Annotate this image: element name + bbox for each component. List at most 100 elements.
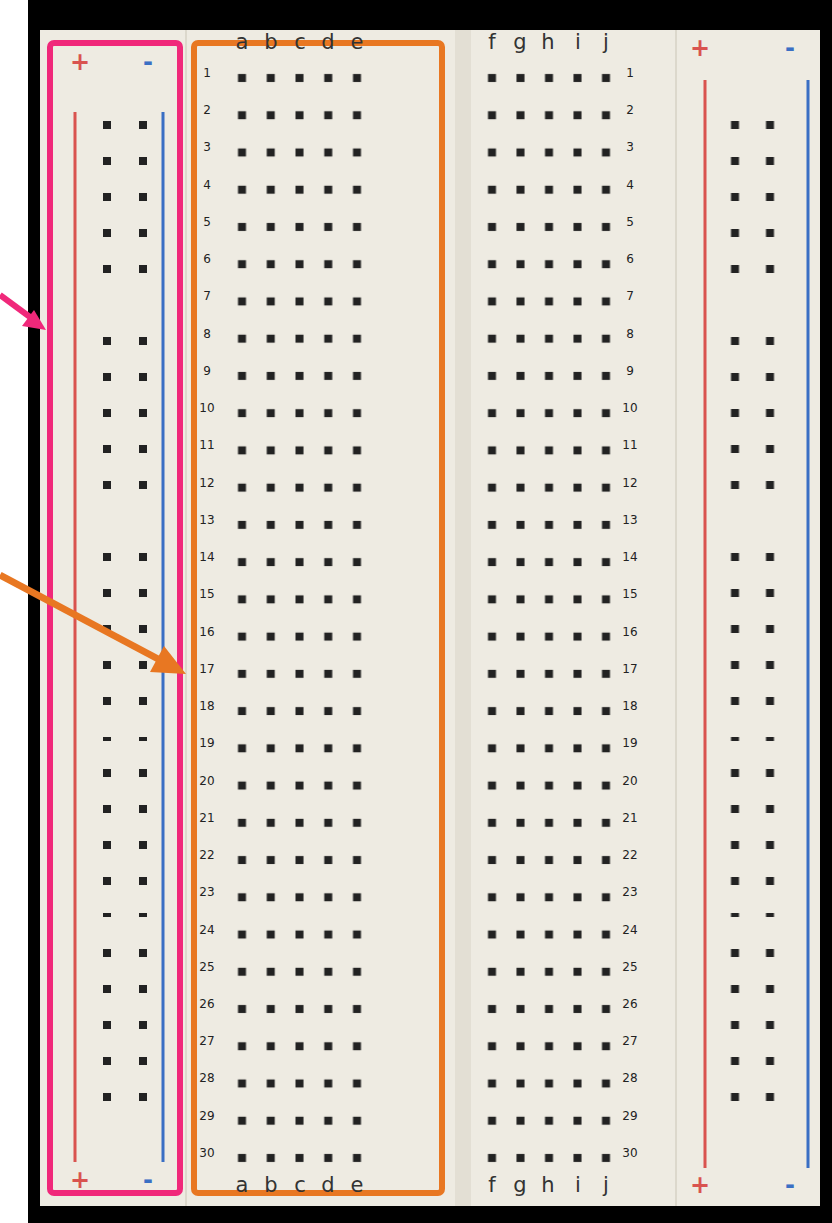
rail-seam: [675, 30, 677, 1206]
row-number: 9: [626, 365, 634, 377]
row-number: 13: [199, 514, 214, 526]
row-number: 6: [203, 253, 211, 265]
column-letter: i: [575, 32, 581, 53]
center-channel: [455, 30, 471, 1206]
row-number: 30: [199, 1147, 214, 1159]
column-letter: f: [488, 32, 495, 53]
polarity-sign: -: [143, 1168, 153, 1192]
negative-rail-line: [162, 112, 165, 1162]
row-number: 10: [622, 402, 637, 414]
rail-holes: [89, 527, 161, 707]
row-number: 17: [622, 663, 637, 675]
rail-holes: [718, 317, 788, 497]
row-number: 8: [626, 328, 634, 340]
row-number: 1: [626, 67, 634, 79]
column-letter: e: [351, 1175, 364, 1196]
pointer-arrow: [0, 575, 160, 660]
row-number: 16: [199, 626, 214, 638]
row-number: 18: [622, 700, 637, 712]
rail-holes: [89, 947, 161, 1127]
row-number: 7: [203, 290, 211, 302]
column-letter: d: [321, 32, 334, 53]
column-letter: j: [603, 1175, 609, 1196]
row-number: 28: [622, 1072, 637, 1084]
row-number: 24: [622, 924, 637, 936]
column-letter: f: [488, 1175, 495, 1196]
row-number: 21: [199, 812, 214, 824]
arrowhead: [22, 310, 46, 330]
row-number: 14: [622, 551, 637, 563]
polarity-sign: +: [690, 1173, 710, 1197]
rail-holes: [89, 737, 161, 917]
column-letter: c: [294, 32, 306, 53]
rail-highlight: [50, 43, 180, 1193]
polarity-sign: +: [70, 1168, 90, 1192]
row-number: 15: [622, 588, 637, 600]
row-number: 26: [199, 998, 214, 1010]
column-letter: e: [351, 32, 364, 53]
row-number: 12: [622, 477, 637, 489]
terminal-highlight: [194, 43, 442, 1193]
row-number: 18: [199, 700, 214, 712]
row-number: 2: [626, 104, 634, 116]
row-number: 29: [622, 1110, 637, 1122]
polarity-sign: -: [785, 1173, 795, 1197]
row-number: 16: [622, 626, 637, 638]
polarity-sign: -: [143, 50, 153, 74]
terminal-holes: [228, 59, 372, 1176]
column-letter: a: [236, 32, 249, 53]
row-number: 5: [626, 216, 634, 228]
row-number: 23: [622, 886, 637, 898]
row-number: 25: [622, 961, 637, 973]
row-number: 12: [199, 477, 214, 489]
rail-holes: [89, 317, 161, 497]
row-number: 4: [203, 179, 211, 191]
row-number: 4: [626, 179, 634, 191]
row-number: 28: [199, 1072, 214, 1084]
polarity-sign: -: [785, 36, 795, 60]
column-letter: g: [513, 1175, 526, 1196]
polarity-sign: +: [70, 50, 90, 74]
row-number: 26: [622, 998, 637, 1010]
rail-holes: [718, 947, 788, 1127]
row-number: 27: [622, 1035, 637, 1047]
arrowhead: [150, 646, 186, 674]
row-number: 6: [626, 253, 634, 265]
positive-rail-line: [74, 112, 77, 1162]
column-letter: h: [541, 1175, 554, 1196]
row-number: 29: [199, 1110, 214, 1122]
column-letter: i: [575, 1175, 581, 1196]
row-number: 11: [199, 439, 214, 451]
black-frame: [28, 0, 832, 1223]
column-letter: b: [264, 32, 277, 53]
row-number: 19: [199, 737, 214, 749]
row-number: 24: [199, 924, 214, 936]
row-number: 17: [199, 663, 214, 675]
negative-rail-line: [807, 80, 810, 1168]
row-number: 27: [199, 1035, 214, 1047]
board-body: [40, 30, 820, 1206]
pointer-arrow: [0, 295, 34, 320]
row-number: 30: [622, 1147, 637, 1159]
row-number: 14: [199, 551, 214, 563]
row-number: 25: [199, 961, 214, 973]
row-number: 13: [622, 514, 637, 526]
column-letter: b: [264, 1175, 277, 1196]
row-number: 20: [199, 775, 214, 787]
row-number: 22: [622, 849, 637, 861]
column-letter: j: [603, 32, 609, 53]
row-number: 1: [203, 67, 211, 79]
row-number: 10: [199, 402, 214, 414]
row-number: 8: [203, 328, 211, 340]
row-number: 21: [622, 812, 637, 824]
column-letter: h: [541, 32, 554, 53]
rail-seam: [185, 30, 187, 1206]
column-letter: g: [513, 32, 526, 53]
rail-holes: [718, 107, 788, 287]
rail-holes: [89, 107, 161, 287]
rail-holes: [718, 737, 788, 917]
row-number: 11: [622, 439, 637, 451]
row-number: 3: [203, 141, 211, 153]
